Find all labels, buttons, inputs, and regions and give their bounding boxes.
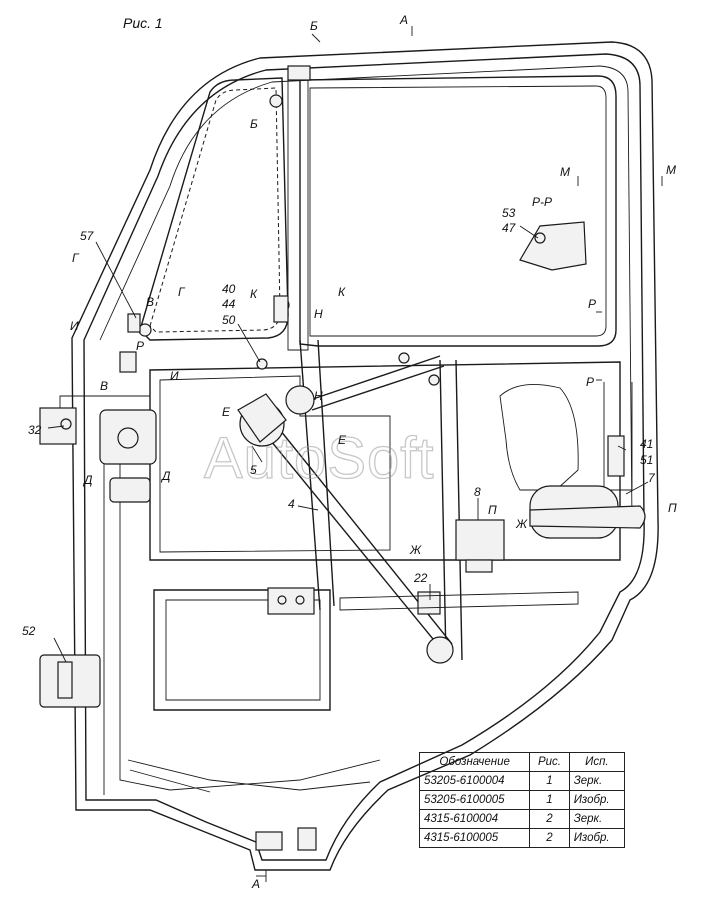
cell-figure: 2 bbox=[529, 828, 570, 848]
section-a-bottom: А bbox=[251, 877, 260, 891]
callout-32: 32 bbox=[28, 423, 42, 437]
section-v-upper: В bbox=[146, 295, 154, 309]
section-p-right: П bbox=[668, 501, 677, 515]
section-g-left: Г bbox=[72, 251, 80, 265]
upper-mounts bbox=[119, 65, 311, 373]
callout-47: 47 bbox=[502, 221, 517, 235]
header-version: Исп. bbox=[568, 752, 626, 772]
section-v-lower: В bbox=[100, 379, 108, 393]
section-i-right: И bbox=[170, 369, 179, 383]
section-n-lower: Н bbox=[314, 389, 323, 403]
callout-44: 44 bbox=[222, 297, 236, 311]
header-designation: Обозначение bbox=[418, 752, 531, 772]
spec-table-header: Обозначение Рис. Исп. bbox=[418, 752, 626, 772]
table-row: 53205-6100004 1 Зерк. bbox=[418, 771, 626, 791]
section-b-window: Б bbox=[250, 117, 258, 131]
cell-designation: 4315-6100005 bbox=[418, 828, 531, 848]
callout-5: 5 bbox=[250, 463, 257, 477]
cell-designation: 53205-6100005 bbox=[418, 790, 531, 810]
callout-52: 52 bbox=[22, 624, 36, 638]
section-r-left: Р bbox=[136, 339, 144, 353]
cell-version: Изобр. bbox=[568, 828, 626, 848]
callout-57: 57 bbox=[80, 229, 95, 243]
callout-51: 51 bbox=[640, 453, 653, 467]
section-k-right: К bbox=[338, 285, 346, 299]
section-a-top: А bbox=[399, 13, 408, 27]
leader-lines bbox=[47, 225, 649, 663]
section-m-right: М bbox=[666, 163, 676, 177]
section-i-left: И bbox=[70, 319, 79, 333]
figure-title: Рис. 1 bbox=[123, 15, 163, 31]
section-marks bbox=[256, 26, 663, 882]
callout-50: 50 bbox=[222, 313, 236, 327]
cell-figure: 1 bbox=[529, 771, 570, 791]
section-b-top: Б bbox=[310, 19, 318, 33]
outside-handle bbox=[455, 485, 646, 573]
section-zh-lower: Ж bbox=[409, 543, 422, 557]
section-r-right: Р bbox=[588, 297, 596, 311]
section-p-left: П bbox=[488, 503, 497, 517]
hinges bbox=[39, 418, 101, 708]
callout-22: 22 bbox=[413, 571, 428, 585]
section-n-upper: Н bbox=[314, 307, 323, 321]
header-figure: Рис. bbox=[529, 752, 570, 772]
table-row: 4315-6100005 2 Изобр. bbox=[418, 828, 626, 848]
section-d-left: Д bbox=[82, 473, 93, 487]
cell-version: Изобр. bbox=[568, 790, 626, 810]
cell-version: Зерк. bbox=[568, 809, 626, 829]
section-e-right: Е bbox=[338, 433, 347, 447]
cell-designation: 4315-6100004 bbox=[418, 809, 531, 829]
section-r-lower: Р bbox=[586, 375, 594, 389]
lower-trim bbox=[127, 587, 579, 851]
cell-figure: 1 bbox=[529, 790, 570, 810]
spec-table: Обозначение Рис. Исп. 53205-6100004 1 Зе… bbox=[418, 752, 626, 848]
cell-designation: 53205-6100004 bbox=[418, 771, 531, 791]
cell-version: Зерк. bbox=[568, 771, 626, 791]
section-g-right: Г bbox=[178, 285, 186, 299]
section-zh-handle: Ж bbox=[515, 517, 528, 531]
callout-41: 41 bbox=[640, 437, 653, 451]
section-e-left: Е bbox=[222, 405, 231, 419]
section-rr-detail: Р-Р bbox=[532, 195, 552, 209]
callout-8: 8 bbox=[474, 485, 481, 499]
section-d-right: Д bbox=[160, 469, 171, 483]
callout-53: 53 bbox=[502, 206, 516, 220]
callout-40: 40 bbox=[222, 282, 236, 296]
table-row: 53205-6100005 1 Изобр. bbox=[418, 790, 626, 810]
section-m-left: М bbox=[560, 165, 570, 179]
callout-7: 7 bbox=[648, 471, 656, 485]
watermark: AutoSoft bbox=[204, 426, 434, 491]
window-frame bbox=[139, 69, 617, 351]
table-row: 4315-6100004 2 Зерк. bbox=[418, 809, 626, 829]
callout-4: 4 bbox=[288, 497, 295, 511]
detail-rr bbox=[519, 221, 587, 271]
cell-figure: 2 bbox=[529, 809, 570, 829]
inner-panel bbox=[39, 361, 633, 561]
section-k-left: К bbox=[250, 287, 258, 301]
